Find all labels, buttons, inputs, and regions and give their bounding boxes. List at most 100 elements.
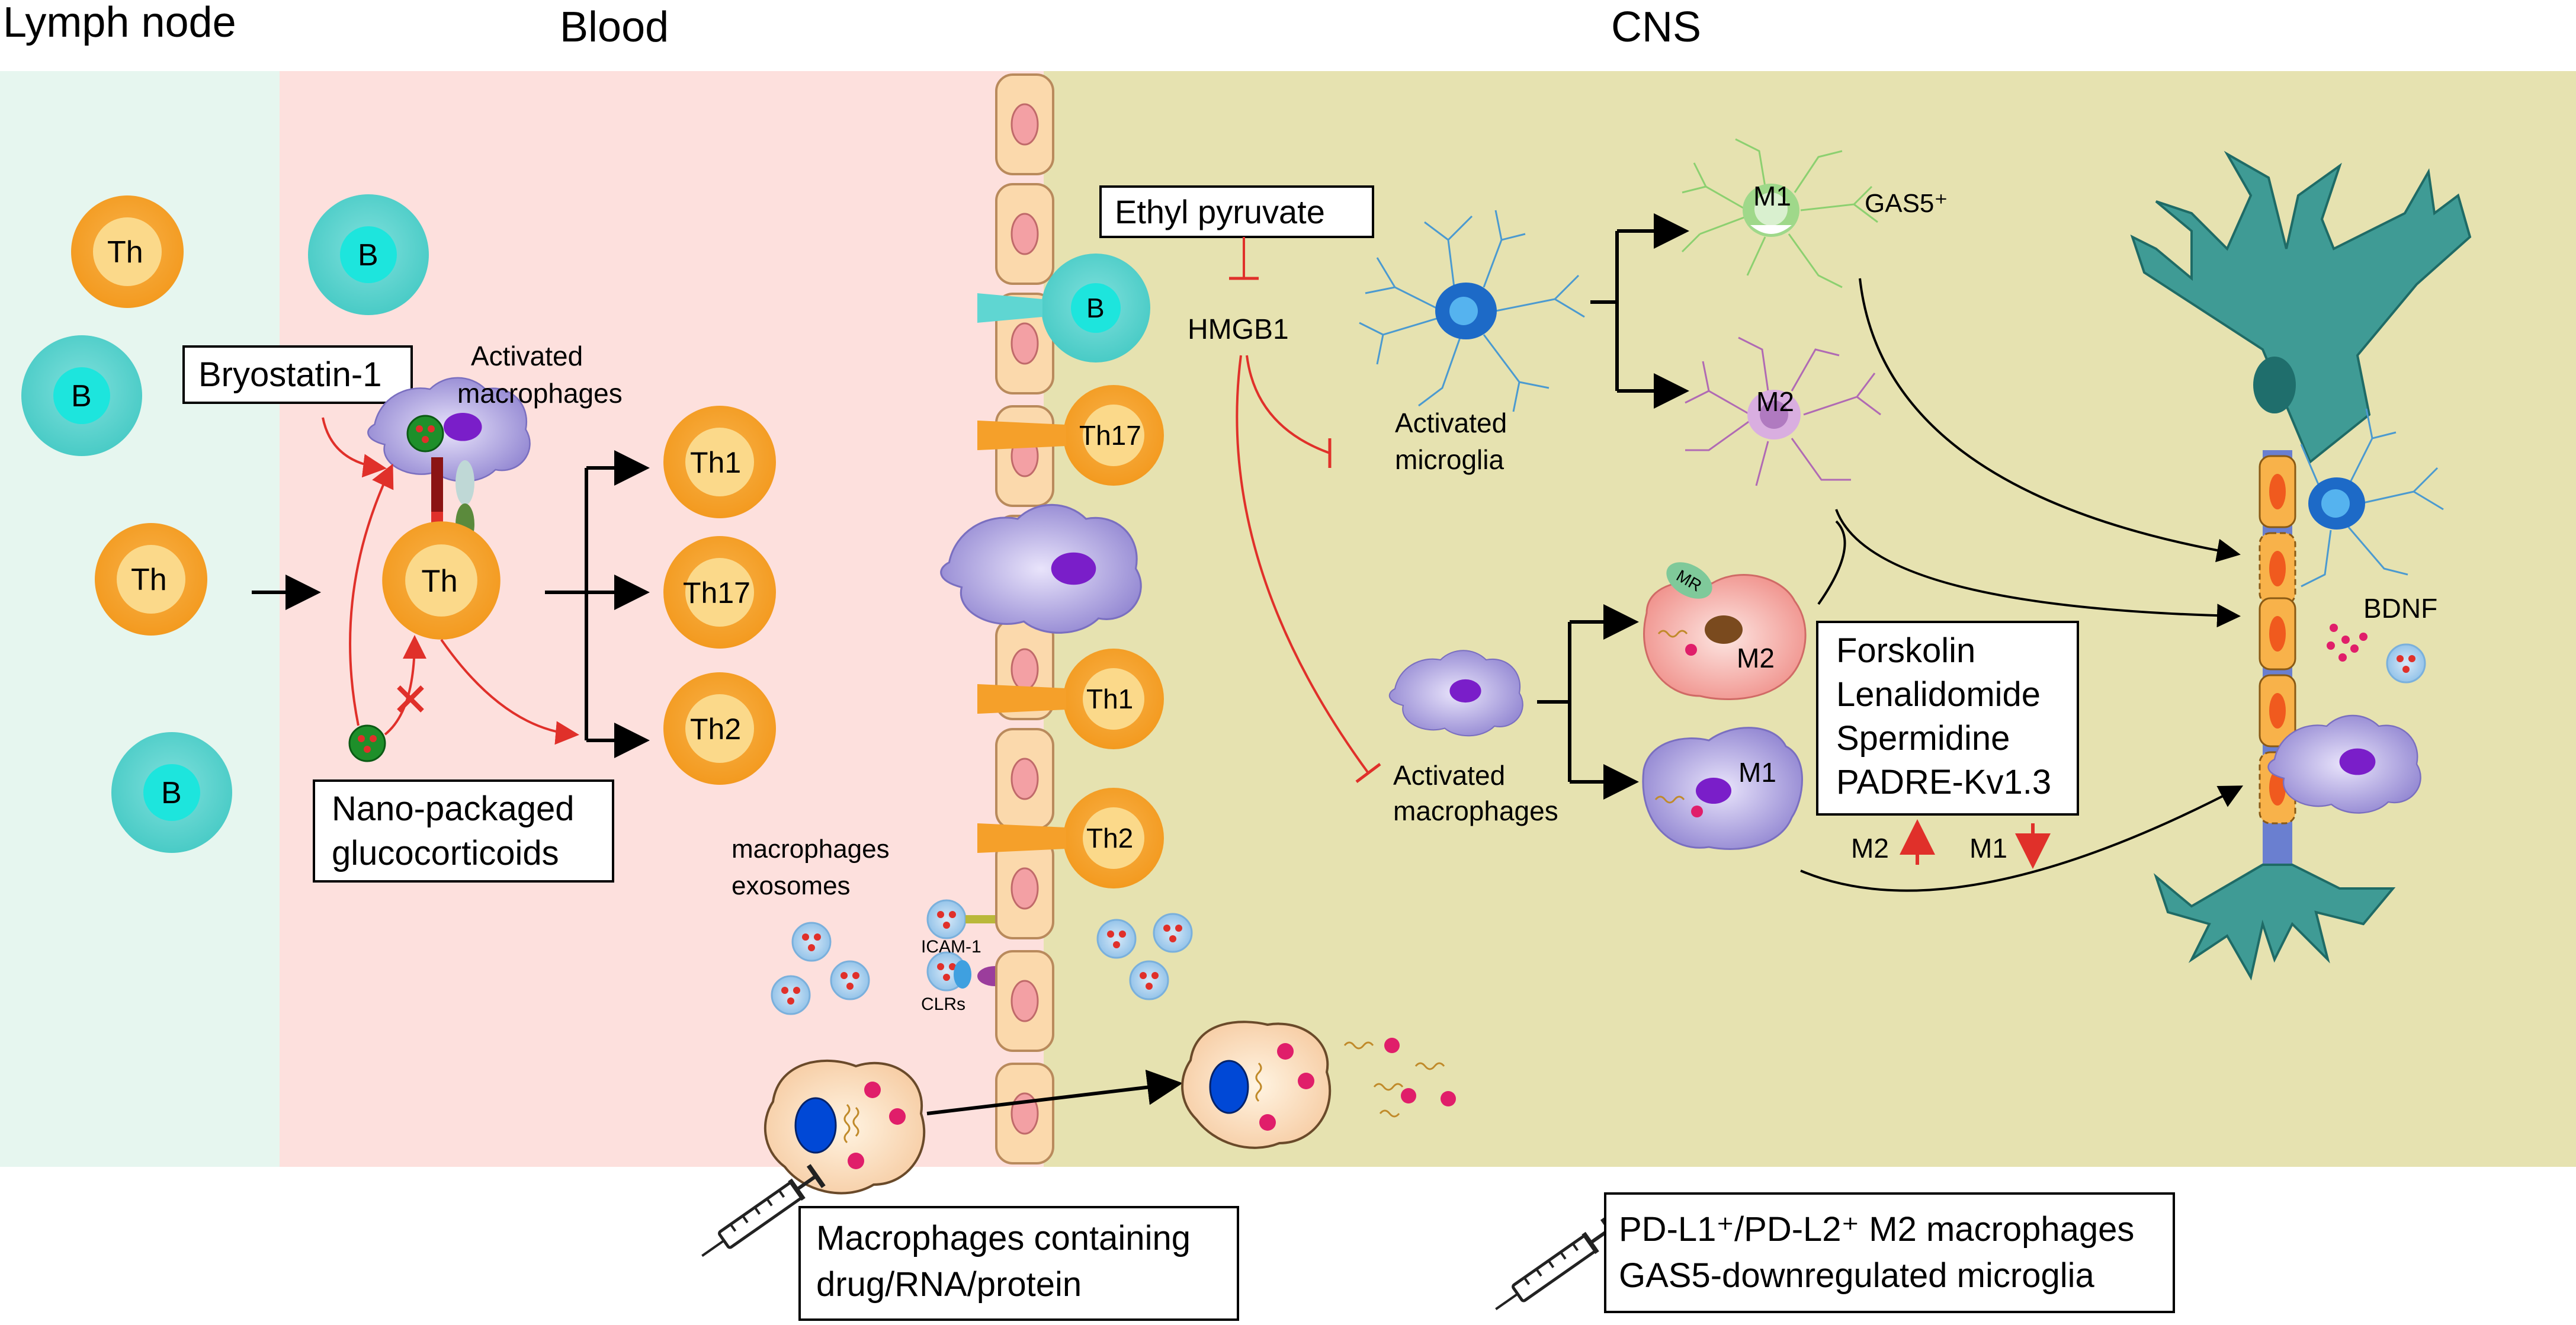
b-cell-lymph-2: B	[111, 732, 232, 853]
arrow-m2-microglia-to-neuron	[1835, 509, 2241, 628]
clrs-label: CLRs	[921, 994, 965, 1014]
activated-microglia-label-2: microglia	[1395, 444, 1504, 475]
th17-label: Th17	[1079, 420, 1141, 451]
cargo-box-line-2: drug/RNA/protein	[816, 1265, 1082, 1304]
activated-macrophages-label-1: Activated	[471, 341, 583, 371]
b-cell-label: B	[358, 238, 378, 272]
m1-label: M1	[1753, 181, 1791, 211]
m1-down-label: M1	[1969, 833, 2007, 864]
transfer-box-line-1: PD-L1⁺/PD-L2⁺ M2 macrophages	[1619, 1210, 2134, 1249]
exosome	[926, 899, 967, 939]
microglia-body	[1435, 283, 1497, 339]
gas5-label: GAS5⁺	[1865, 189, 1948, 218]
exosome	[830, 960, 870, 1000]
exosomes-label-2: exosomes	[732, 871, 851, 900]
th-cell-label: Th	[421, 564, 457, 599]
released-cargo	[1343, 1038, 1456, 1118]
drug-particle-in-macrophage	[406, 415, 444, 453]
th-cell-activated: Th	[382, 521, 501, 640]
activated-macrophages-cns-label-1: Activated	[1393, 760, 1505, 791]
cns-title: CNS	[1611, 4, 1701, 51]
activated-microglia-label-1: Activated	[1395, 408, 1507, 438]
bryostatin-box: Bryostatin-1	[182, 345, 413, 404]
m2-macrophage: M2	[1643, 574, 1807, 701]
microglia-at-neuron	[2300, 408, 2444, 588]
macrophage-transmigrating	[940, 503, 1142, 634]
exosome	[771, 975, 811, 1015]
activated-macrophage-cns	[1388, 650, 1523, 737]
th-cell-label: Th	[107, 235, 143, 270]
nano-particle	[348, 724, 386, 762]
macrophage-at-neuron	[2267, 714, 2421, 814]
inhibit-hmgb1-microglia	[1246, 355, 1330, 454]
m2-up-label: M2	[1851, 833, 1889, 864]
macrophage-cargo-box: Macrophages containing drug/RNA/protein	[798, 1206, 1239, 1321]
m2-label: M2	[1756, 386, 1794, 417]
cargo-macrophage-blood	[764, 1059, 926, 1195]
m1-microglia: M1	[1681, 138, 1878, 288]
arrow-m2-macrophage-up	[1817, 520, 1846, 605]
transfer-box-line-2: GAS5-downregulated microglia	[1619, 1256, 2094, 1295]
th-cell-lymph-1: Th	[71, 195, 184, 308]
bdnf-particles	[2327, 624, 2368, 662]
exosome	[1096, 919, 1137, 959]
b-cell-transmigrating: B	[977, 254, 1150, 362]
bdnf-label: BDNF	[2363, 593, 2437, 624]
cell-transfer-box: PD-L1⁺/PD-L2⁺ M2 macrophages GAS5-downre…	[1604, 1192, 2175, 1313]
activated-macrophages-label-2: macrophages	[457, 378, 623, 409]
activated-macrophage-blood	[367, 377, 531, 482]
exosomes-label-1: macrophages	[732, 835, 890, 864]
ethyl-pyruvate-box: Ethyl pyruvate	[1099, 185, 1374, 238]
mhc-molecule	[431, 457, 443, 512]
m1-macrophage: M1	[1642, 727, 1803, 850]
th17-transmigrating: Th17	[977, 385, 1164, 486]
hmgb1-label: HMGB1	[1188, 314, 1289, 345]
inhibit-bar-macrophages	[1355, 763, 1381, 783]
activated-microglia	[1359, 210, 1585, 412]
th1-label: Th1	[1086, 684, 1133, 714]
exosome	[1129, 960, 1169, 1000]
drug-padre: PADRE-Kv1.3	[1836, 763, 2051, 801]
drug-spermidine: Spermidine	[1836, 719, 2010, 758]
arrow-bryostatin-to-macrophage	[322, 417, 387, 478]
m1-label: M1	[1738, 757, 1776, 788]
activated-macrophages-cns-label-2: macrophages	[1393, 795, 1558, 826]
arrow-th-to-th2	[440, 639, 579, 745]
b-cell-label: B	[71, 379, 92, 413]
arrow-nano-to-macrophage	[349, 463, 394, 726]
th-cell-label: Th	[131, 563, 167, 597]
th2-cell: Th2	[663, 672, 776, 785]
th1-cell: Th1	[663, 406, 776, 518]
nano-packaged-box: Nano-packaged glucocorticoids	[313, 779, 614, 883]
m2-microglia: M2	[1685, 336, 1881, 486]
th2-transmigrating: Th2	[977, 788, 1164, 888]
b-cell-label: B	[1086, 293, 1105, 323]
exosome	[1153, 913, 1193, 953]
b-cell-label: B	[161, 776, 182, 810]
th17-label: Th17	[683, 576, 750, 609]
bryostatin-label: Bryostatin-1	[198, 355, 381, 394]
inhibit-hmgb1-macrophages	[1236, 355, 1369, 774]
ethyl-pyruvate-label: Ethyl pyruvate	[1115, 193, 1325, 230]
syringe-icon	[1489, 1218, 1618, 1320]
drug-forskolin: Forskolin	[1836, 631, 1975, 670]
arrow-m1-microglia-to-neuron	[1859, 278, 2241, 563]
nano-label-1: Nano-packaged	[332, 790, 575, 828]
icam-ligand	[965, 915, 998, 923]
icam-label: ICAM-1	[921, 937, 981, 957]
th2-label: Th2	[1086, 823, 1133, 854]
b-cell-lymph-1: B	[21, 335, 142, 456]
exosome	[791, 922, 832, 962]
nano-label-2: glucocorticoids	[332, 834, 559, 872]
blood-title: Blood	[560, 4, 669, 51]
drug-lenalidomide: Lenalidomide	[1836, 675, 2041, 714]
neuron	[2130, 150, 2472, 981]
th17-cell: Th17	[663, 536, 776, 649]
arrow-cargo-to-cns	[926, 1069, 1183, 1115]
mr-receptor: MR	[1666, 562, 1712, 599]
cargo-box-line-1: Macrophages containing	[816, 1219, 1191, 1257]
th-cell-lymph-2: Th	[95, 523, 207, 636]
costim-molecule-1	[455, 460, 474, 505]
exosome	[2386, 643, 2426, 684]
